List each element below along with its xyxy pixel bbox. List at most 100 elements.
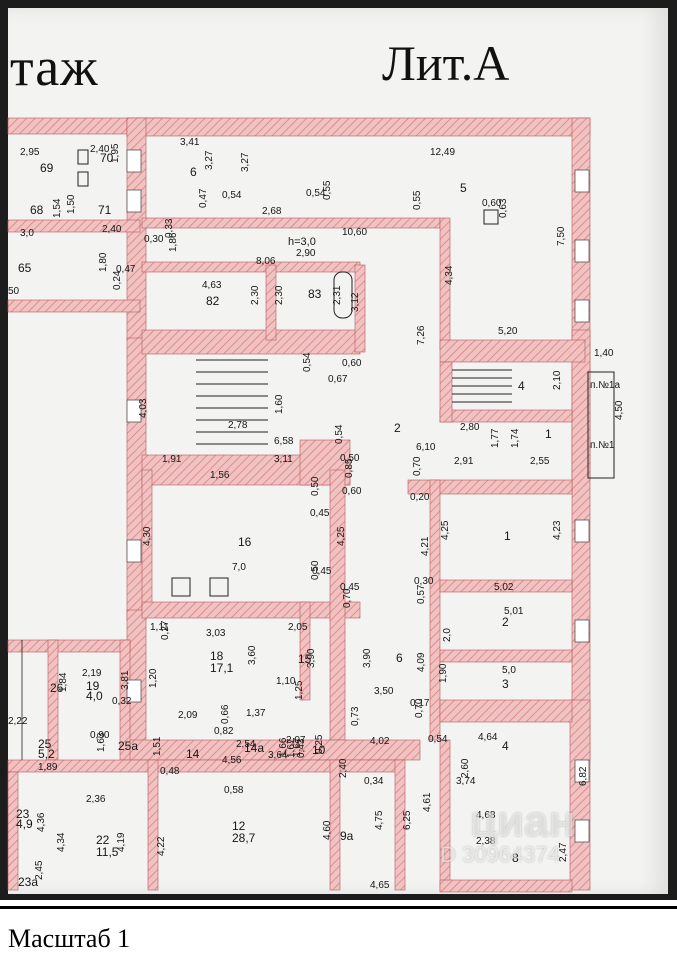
dimension-label: 2,38 <box>476 836 496 847</box>
dimension-label: 2,60 <box>460 758 471 778</box>
dimension-label: 4,22 <box>156 836 167 856</box>
dimension-label: 0,55 <box>322 180 333 200</box>
dimension-label: 5,20 <box>498 326 518 337</box>
wall-segment <box>329 759 341 891</box>
room-label: 23 <box>16 807 30 821</box>
window-opening <box>574 169 590 193</box>
dimension-label: 3,27 <box>204 150 215 170</box>
dimension-label: 0,33 <box>164 218 175 238</box>
dimension-label: 1,91 <box>162 454 182 465</box>
wall-segment <box>439 361 453 423</box>
dimension-label: 1,77 <box>490 428 501 448</box>
dimension-label: 4,30 <box>142 526 153 546</box>
dimension-label: 0,48 <box>160 766 180 777</box>
dimension-label: 2,80 <box>460 422 480 433</box>
dimension-label: 3,41 <box>180 137 200 148</box>
dimension-label: 7,0 <box>232 562 246 573</box>
room-label: 65 <box>18 261 32 275</box>
dimension-label: 2,09 <box>178 710 198 721</box>
dimension-label: 4,25 <box>440 520 451 540</box>
dimension-label: 0,54 <box>334 424 345 444</box>
dimension-label: 3,0 <box>20 228 34 239</box>
walls <box>7 117 591 893</box>
room-label: 2 <box>502 615 509 629</box>
wall-segment <box>299 601 311 701</box>
window-opening <box>574 519 590 543</box>
dimension-label: 4,60 <box>322 820 333 840</box>
scale-label: Масштаб 1 <box>8 924 131 953</box>
dimension-label: 2,55 <box>530 456 550 467</box>
window-opening <box>126 189 142 213</box>
dimension-label: 3,12 <box>350 292 361 312</box>
dimension-label: 0,17 <box>410 698 430 709</box>
exit-label: п.№1 <box>590 440 615 451</box>
wall-segment <box>141 261 361 273</box>
dimension-label: 2,40 <box>90 144 110 155</box>
room-label: 4 <box>502 739 509 753</box>
wall-segment <box>439 699 573 723</box>
dimension-label: 4,50 <box>614 400 625 420</box>
dimension-label: 1,11 <box>150 622 169 633</box>
dimension-label: 5,0 <box>502 665 516 676</box>
dimension-label: 2,0 <box>442 628 453 642</box>
bathtub <box>333 271 353 319</box>
wall-segment <box>141 329 361 355</box>
dimension-label: 1,60 <box>274 394 285 414</box>
wall-segment <box>439 579 573 593</box>
watermark-logo: циан <box>470 797 576 846</box>
toilet <box>77 171 89 187</box>
dimension-label: 4,68 <box>476 810 496 821</box>
dimension-label: 1,37 <box>246 708 266 719</box>
stove <box>209 577 229 597</box>
fixtures <box>21 149 615 843</box>
dimension-label: 0,25 <box>314 734 325 754</box>
dimension-label: 7,50 <box>556 226 567 246</box>
dimension-label: 1,10 <box>276 676 296 687</box>
window-opening <box>574 239 590 263</box>
dimension-label: 0,45 <box>312 566 332 577</box>
dimension-label: 1,90 <box>438 663 449 683</box>
dimension-label: 4,63 <box>202 280 222 291</box>
column <box>483 209 499 225</box>
wall-segment <box>571 329 591 761</box>
room-label: 71 <box>98 203 112 217</box>
dimension-label: 1,67 <box>286 738 297 758</box>
dimension-label: 2,78 <box>228 420 248 431</box>
dimension-label: 0,50 <box>310 476 321 496</box>
scale-divider <box>0 906 677 909</box>
dimension-label: 8,06 <box>256 256 276 267</box>
dimension-label: 1,89 <box>38 762 58 773</box>
dimension-label: 6,58 <box>274 436 294 447</box>
dimension-label: 0,54 <box>302 352 313 372</box>
room-label: 12 <box>232 819 246 833</box>
dimension-label: 2,05 <box>288 622 308 633</box>
dimension-label: 2,36 <box>86 794 106 805</box>
wall-segment <box>7 639 131 653</box>
dimension-label: 0,55 <box>412 190 423 210</box>
wall-segment <box>354 264 366 353</box>
dimension-label: 2,31 <box>332 285 343 305</box>
wall-segment <box>439 879 573 893</box>
dimension-label: 2,45 <box>34 860 45 880</box>
dimension-label: 5,02 <box>494 582 514 593</box>
room-label: 19 <box>86 679 100 693</box>
room-label: 14а <box>244 741 264 755</box>
dimension-label: 0,47 <box>116 264 136 275</box>
dimension-label: 0,32 <box>112 696 132 707</box>
dimension-label: 0,70 <box>414 698 425 718</box>
watermark-listing-id: D 30964374 <box>440 842 560 867</box>
wall-segment <box>439 339 586 363</box>
room-label: 10 <box>312 743 326 757</box>
dimension-label: 1,74 <box>510 428 521 448</box>
room-label: 4,0 <box>86 689 103 703</box>
window-opening <box>574 759 590 783</box>
window-opening <box>126 539 142 563</box>
room-label: 5,2 <box>38 747 55 761</box>
dimension-label: 0,60 <box>482 198 502 209</box>
dimension-label: 0,85 <box>344 458 355 478</box>
dimension-label: 3,81 <box>120 670 131 690</box>
dimension-label: 2,68 <box>262 206 282 217</box>
dimension-label: 4,03 <box>138 398 149 418</box>
dimension-label: 0,54 <box>428 734 448 745</box>
room-label: 4 <box>518 379 525 393</box>
